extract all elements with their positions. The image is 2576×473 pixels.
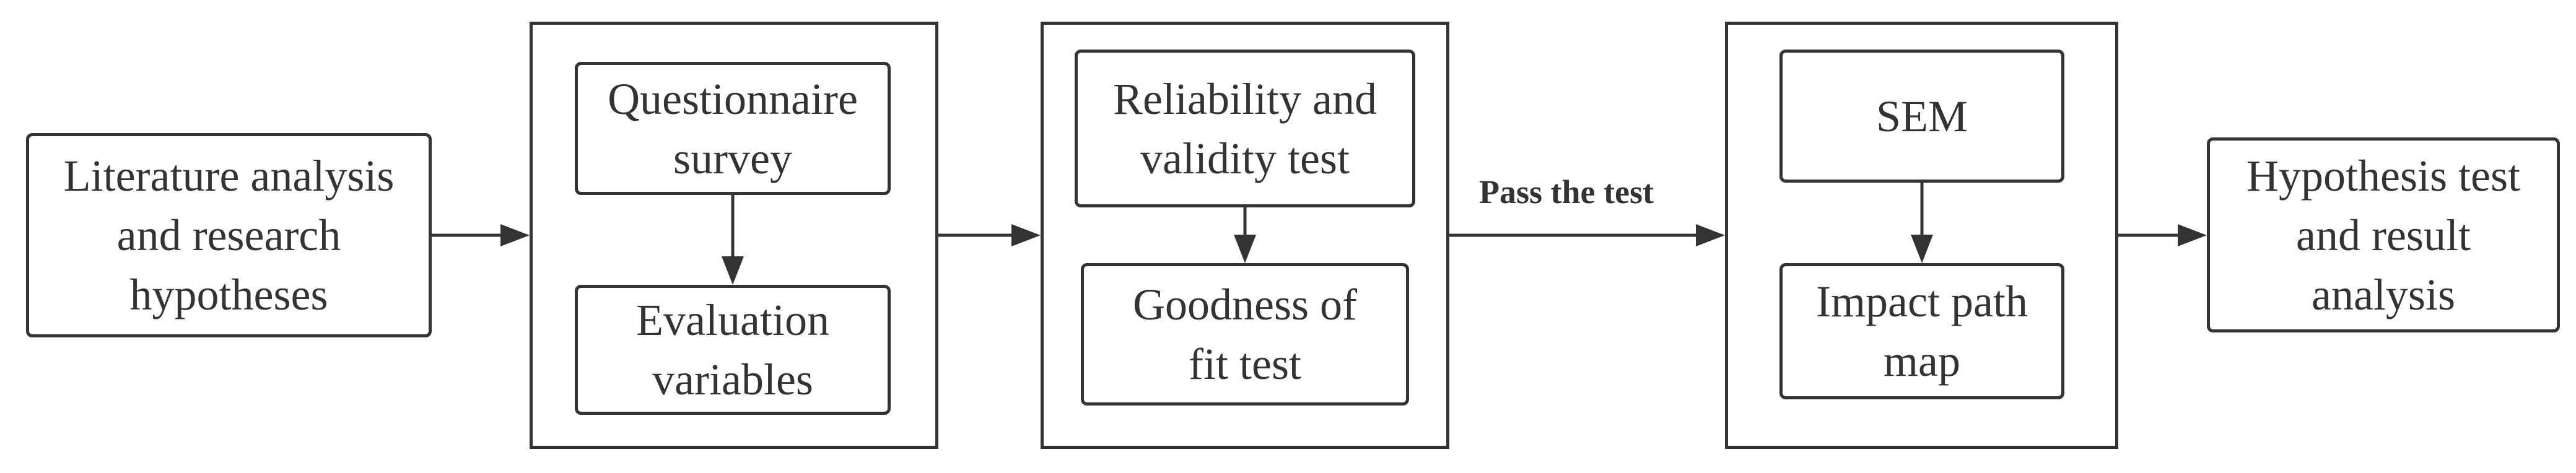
edge-label-pass-the-test: Pass the test [1479,173,1654,210]
node-hypothesis-test-label: Hypothesis test and result analysis [2246,150,2520,319]
edge-testing-to-modeling [1449,224,1725,246]
node-goodness-of-fit: Goodness of fit test [1081,263,1409,406]
node-reliability-validity-label: Reliability and validity test [1113,74,1377,183]
group-survey [530,22,938,449]
node-questionnaire-survey-label: Questionnaire survey [608,74,858,183]
edge-questionnaire-to-evaluation [722,195,744,285]
node-reliability-validity: Reliability and validity test [1075,50,1415,207]
group-modeling [1725,22,2118,449]
edge-reliability-to-goodness [1234,207,1256,263]
node-evaluation-variables-label: Evaluation variables [636,295,829,404]
node-questionnaire-survey: Questionnaire survey [575,62,891,195]
node-impact-path-map-label: Impact path map [1816,277,2028,386]
node-hypothesis-test: Hypothesis test and result analysis [2207,137,2560,332]
edge-literature-to-survey [432,224,530,246]
edge-sem-to-impact [1911,183,1933,263]
node-goodness-of-fit-label: Goodness of fit test [1133,280,1357,389]
node-sem: SEM [1779,50,2064,183]
node-impact-path-map: Impact path map [1779,263,2064,399]
node-sem-label: SEM [1875,91,1968,141]
group-testing [1041,22,1449,449]
node-literature-analysis-label: Literature analysis and research hypothe… [63,151,395,319]
edge-survey-to-testing [938,224,1041,246]
edge-modeling-to-hypothesis [2118,224,2207,246]
node-evaluation-variables: Evaluation variables [575,285,891,415]
node-literature-analysis: Literature analysis and research hypothe… [26,133,432,337]
